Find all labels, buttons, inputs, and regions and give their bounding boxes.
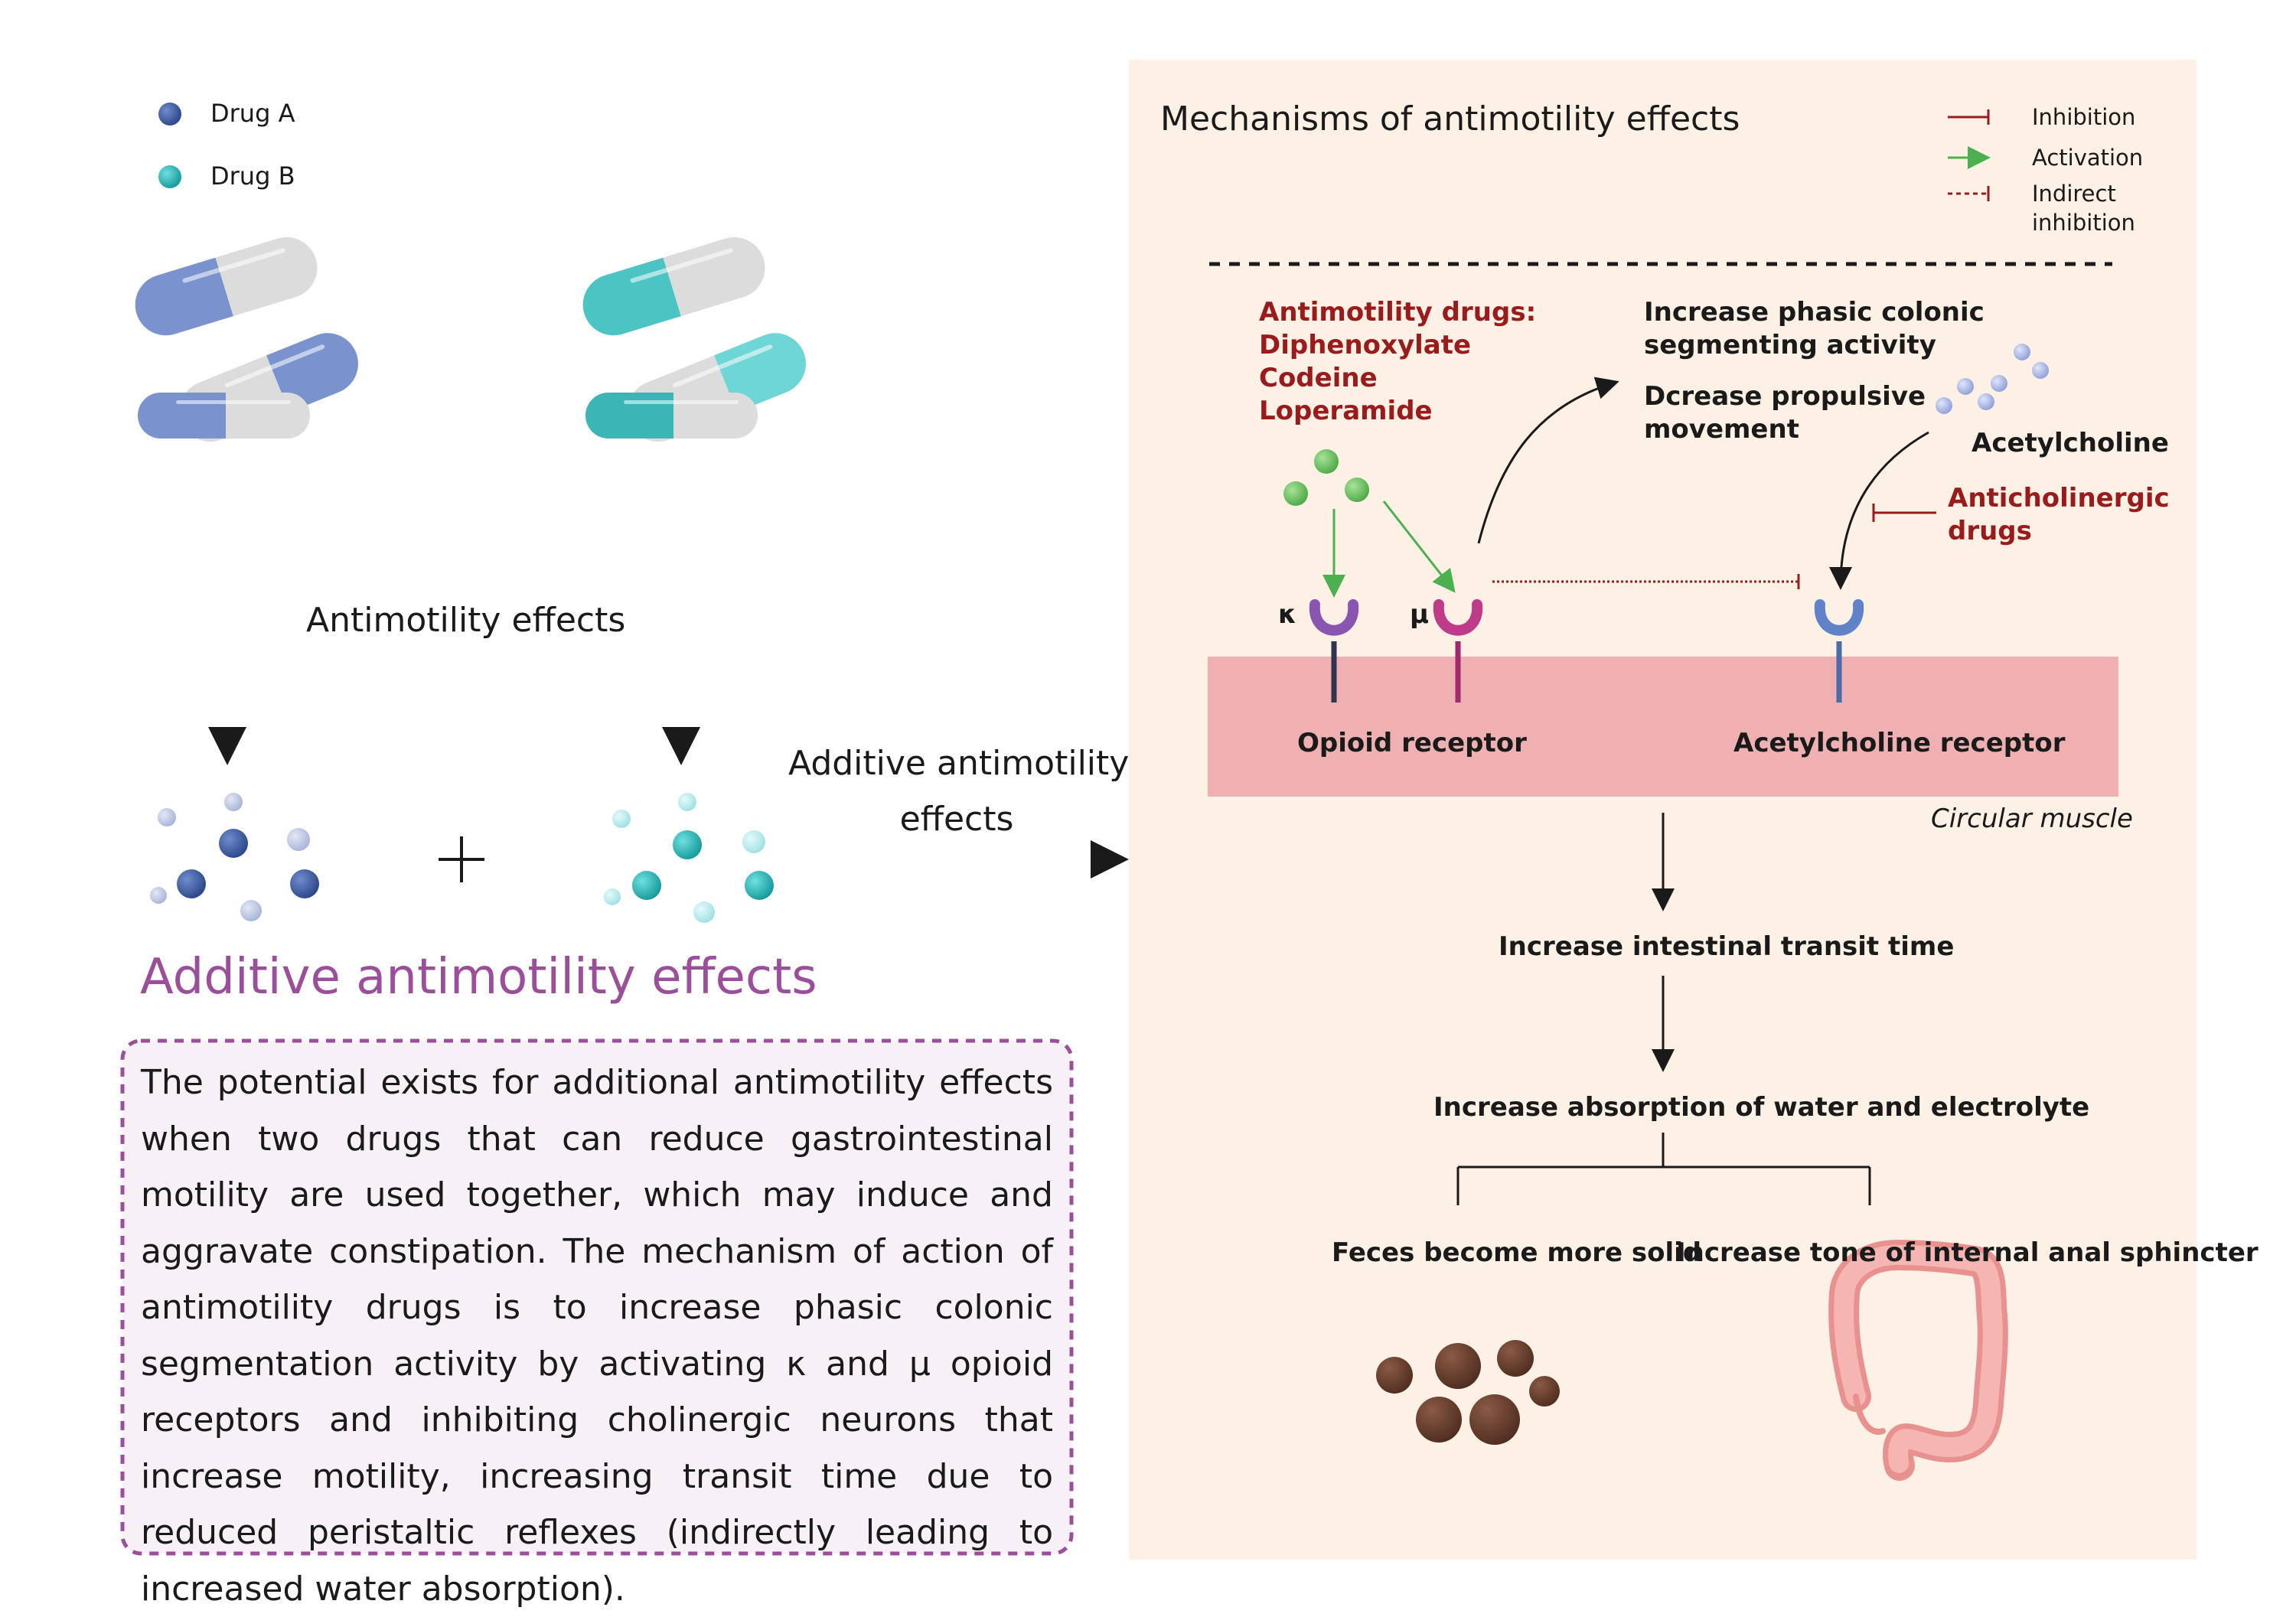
acetylcholine-label: Acetylcholine bbox=[1971, 428, 2169, 458]
additive-effects-title: Additive antimotility effects bbox=[140, 949, 817, 1006]
acetylcholine-arrow bbox=[1829, 431, 1929, 590]
outcome-feces: Feces become more solid bbox=[1332, 1237, 1702, 1268]
effect-segmenting-line-2: segmenting activity bbox=[1644, 330, 1936, 360]
feces-icon bbox=[1376, 1340, 1560, 1445]
legend-activation-label: Activation bbox=[2032, 145, 2144, 171]
plus-sign bbox=[439, 836, 484, 882]
drug-b-legend-dot bbox=[158, 165, 181, 188]
drug-b-legend-label: Drug B bbox=[210, 161, 295, 191]
effect-segmenting-line-1: Increase phasic colonic bbox=[1644, 297, 1985, 328]
description-box bbox=[120, 1038, 1074, 1556]
anticholinergic-label: Anticholinergic drugs bbox=[1948, 482, 2170, 548]
effect-propulsive-line-1: Dcrease propulsive bbox=[1644, 381, 1926, 412]
effect-segmenting: Increase phasic colonic segmenting activ… bbox=[1644, 296, 1985, 362]
antimotility-drugs-heading: Antimotility drugs: bbox=[1259, 297, 1537, 328]
drug-b-capsules bbox=[582, 237, 806, 442]
step-absorption: Increase absorption of water and electro… bbox=[1433, 1092, 2090, 1123]
legend-indirect-label-2: inhibition bbox=[2032, 210, 2135, 236]
drug-diphenoxylate: Diphenoxylate bbox=[1259, 330, 1472, 360]
additive-arrow-label-line-2: effects bbox=[899, 800, 1014, 839]
opioid-receptor-label: Opioid receptor bbox=[1297, 728, 1527, 758]
antimotility-drug-molecules bbox=[1283, 449, 1369, 506]
legend-inhibition-label: Inhibition bbox=[2032, 104, 2136, 130]
kappa-symbol: κ bbox=[1278, 599, 1297, 630]
drug-loperamide: Loperamide bbox=[1259, 396, 1433, 426]
mechanism-panel bbox=[1129, 60, 2197, 1560]
drug-a-molecules bbox=[150, 793, 319, 921]
drug-a-legend-label: Drug A bbox=[210, 99, 295, 128]
antimotility-drugs-list: Antimotility drugs: Diphenoxylate Codein… bbox=[1259, 296, 1536, 428]
drug-a-legend-dot bbox=[158, 103, 181, 126]
mu-activation-arrow bbox=[1382, 500, 1456, 593]
outcome-sphincter: Increase tone of internal anal sphincter bbox=[1676, 1237, 2258, 1268]
kappa-receptor bbox=[1309, 599, 1359, 703]
right-legend bbox=[1948, 109, 1991, 201]
anticholinergic-line-1: Anticholinergic bbox=[1948, 483, 2170, 513]
acetylcholine-molecules bbox=[1936, 344, 2049, 414]
additive-arrow-label-line-1: Additive antimotility bbox=[788, 744, 1130, 783]
anticholinergic-inhibition bbox=[1872, 504, 1936, 522]
effects-curved-arrow bbox=[1477, 377, 1619, 544]
panel-title: Mechanisms of antimotility effects bbox=[1160, 99, 1740, 139]
colon-icon bbox=[1828, 1240, 2008, 1481]
indirect-inhibition-line bbox=[1492, 574, 1800, 589]
effect-propulsive-line-2: movement bbox=[1644, 414, 1799, 445]
drug-a-capsules bbox=[135, 237, 358, 442]
step-transit-time: Increase intestinal transit time bbox=[1499, 931, 1955, 962]
outcome-bracket bbox=[1456, 1133, 1871, 1205]
legend-indirect-label-1: Indirect bbox=[2032, 181, 2116, 207]
acetylcholine-receptor-shape bbox=[1814, 599, 1864, 703]
description-text: The potential exists for additional anti… bbox=[141, 1063, 1053, 1609]
mu-symbol: μ bbox=[1410, 599, 1430, 630]
anticholinergic-line-2: drugs bbox=[1948, 516, 2032, 546]
acetylcholine-receptor-label: Acetylcholine receptor bbox=[1733, 728, 2066, 758]
drug-codeine: Codeine bbox=[1259, 363, 1378, 393]
mu-receptor bbox=[1433, 599, 1483, 703]
effect-propulsive: Dcrease propulsive movement bbox=[1644, 380, 1926, 446]
drug-b-molecules bbox=[604, 793, 774, 923]
antimotility-effects-label: Antimotility effects bbox=[306, 601, 626, 640]
circular-muscle bbox=[1208, 657, 2118, 797]
circular-muscle-label: Circular muscle bbox=[1931, 804, 2133, 834]
